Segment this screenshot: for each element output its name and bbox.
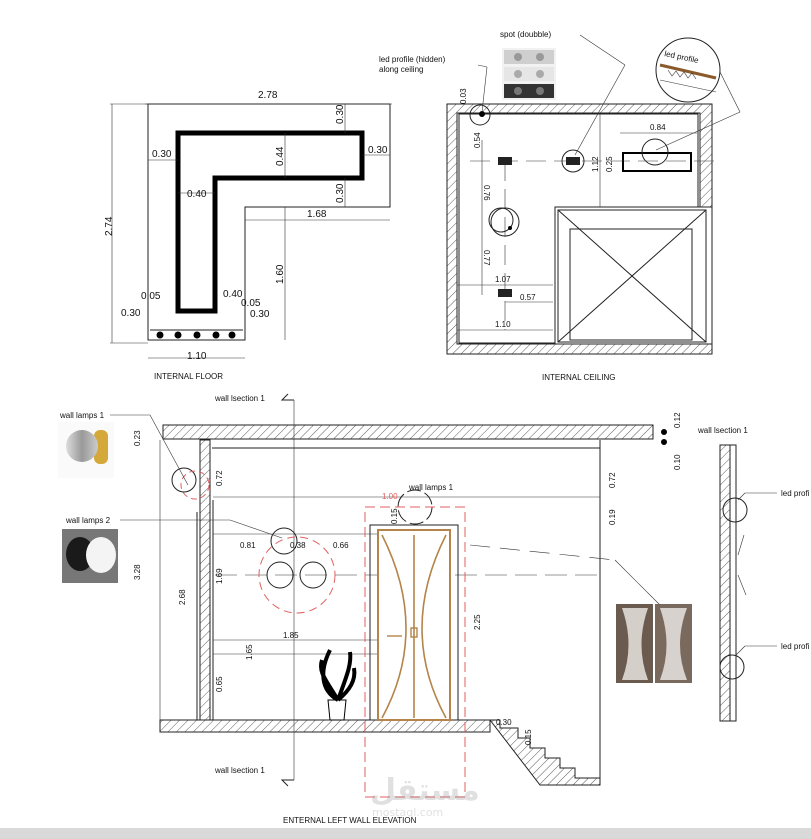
dim-o: 0.15 [524, 729, 533, 745]
floor-plan: 2.78 2.74 0.30 0.40 0.44 0.30 0.30 0.30 … [104, 90, 392, 381]
floor-dots [156, 331, 236, 339]
dim-j: 0.15 [390, 508, 399, 524]
section-label-bottom: wall lsection 1 [214, 766, 265, 775]
bottom-scrollbar[interactable] [0, 828, 811, 839]
floor-outline [147, 103, 391, 341]
dim-i: 0.84 [650, 123, 666, 132]
section-label-top: wall lsection 1 [214, 394, 265, 403]
dim-d: 0.65 [215, 676, 224, 692]
dim-slab2: 0.10 [673, 454, 682, 470]
dim-b: 0.76 [482, 185, 491, 201]
wall-lamp-2-photo [62, 529, 118, 583]
dim-g: 0.66 [333, 541, 349, 550]
wall-lamps-2-label: wall lamps 2 [65, 516, 111, 525]
dim-arm-bottom: 0.30 [335, 183, 346, 203]
dim-h-total: 3.28 [133, 564, 142, 580]
dim-d3: 0.05 [241, 298, 261, 309]
dim-e: 0.57 [520, 293, 536, 302]
wall-section: wall lsection 1 led profi led profi [697, 426, 810, 722]
l-counter [175, 130, 365, 314]
dim-d2: 0.40 [223, 289, 243, 300]
led-light-box [622, 152, 692, 172]
led-profile-label-1: led profi [781, 489, 810, 498]
dim-f: 0.38 [290, 541, 306, 550]
wall-lamps-1-label: wall lamps 1 [59, 411, 105, 420]
dim-n: 0.30 [496, 718, 512, 727]
led-hidden-label-2: along ceiling [379, 65, 423, 74]
dim-arm-length: 1.68 [307, 209, 327, 220]
floor-plan-title: INTERNAL FLOOR [154, 372, 223, 381]
spot-fixture [498, 157, 580, 297]
dim-h: 1.85 [283, 631, 299, 640]
dim-d: 1.07 [495, 275, 511, 284]
dim-e: 0.81 [240, 541, 256, 550]
spot-photo [502, 48, 556, 100]
wall-elevation: wall lsection 1 wall lsection 1 wall lam… [59, 393, 682, 825]
dim-top: 0.23 [133, 430, 142, 446]
dim-d5: 0.30 [250, 309, 270, 320]
dim-arm-height: 0.44 [275, 146, 286, 166]
dim-l: 0.72 [608, 472, 617, 488]
dim-a: 0.72 [215, 470, 224, 486]
led-hidden-label: led profile (hidden) [379, 55, 446, 64]
wall-section-title: wall lsection 1 [697, 426, 748, 435]
door-photo [616, 604, 692, 683]
dim-total-width: 2.78 [258, 90, 278, 101]
dim-stem-height: 1.60 [275, 264, 286, 284]
dim-h: 0.25 [605, 156, 614, 172]
dim-left-offset: 0.30 [152, 149, 172, 160]
dim-base-width: 1.10 [187, 351, 207, 362]
dim-a: 0.54 [473, 132, 482, 148]
led-profile-label-2: led profi [781, 642, 810, 651]
wall-lamp-1-photo [58, 422, 114, 478]
led-profile-detail: led profile [655, 37, 721, 103]
dim-top-offset: 0.30 [335, 104, 346, 124]
dim-f: 1.10 [495, 320, 511, 329]
dim-slab1: 0.12 [673, 412, 682, 428]
svg-text:mostaql.com: mostaql.com [372, 806, 443, 819]
dim-m: 0.19 [608, 509, 617, 525]
dim-d1: 0.05 [141, 291, 161, 302]
dim-k: 2.25 [473, 614, 482, 630]
dim-stem-width: 0.40 [187, 189, 207, 200]
elevation-title: ENTERNAL LEFT WALL ELEVATION [283, 816, 417, 825]
dim-right-offset: 0.30 [368, 145, 388, 156]
dim-g: 1.12 [591, 156, 600, 172]
svg-text:مستقل: مستقل [370, 773, 480, 808]
spot-label: spot (doubble) [500, 30, 551, 39]
dim-corner: 0.03 [459, 88, 468, 104]
dim-h-inner: 2.68 [178, 589, 187, 605]
dim-d4: 0.30 [121, 308, 141, 319]
ceiling-plan: led profile led profile (hidden) along c… [379, 30, 741, 382]
dim-c: 0.77 [482, 250, 491, 266]
dim-b: 1.69 [215, 568, 224, 584]
dim-total-height: 2.74 [104, 216, 115, 236]
plant-icon [319, 649, 357, 721]
wall-lamps-1-door-label: wall lamps 1 [408, 483, 454, 492]
dim-c: 1.65 [245, 644, 254, 660]
watermark: مستقل mostaql.com [370, 773, 480, 819]
dim-i: 1.00 [382, 492, 398, 501]
ceiling-plan-title: INTERNAL CEILING [542, 373, 616, 382]
